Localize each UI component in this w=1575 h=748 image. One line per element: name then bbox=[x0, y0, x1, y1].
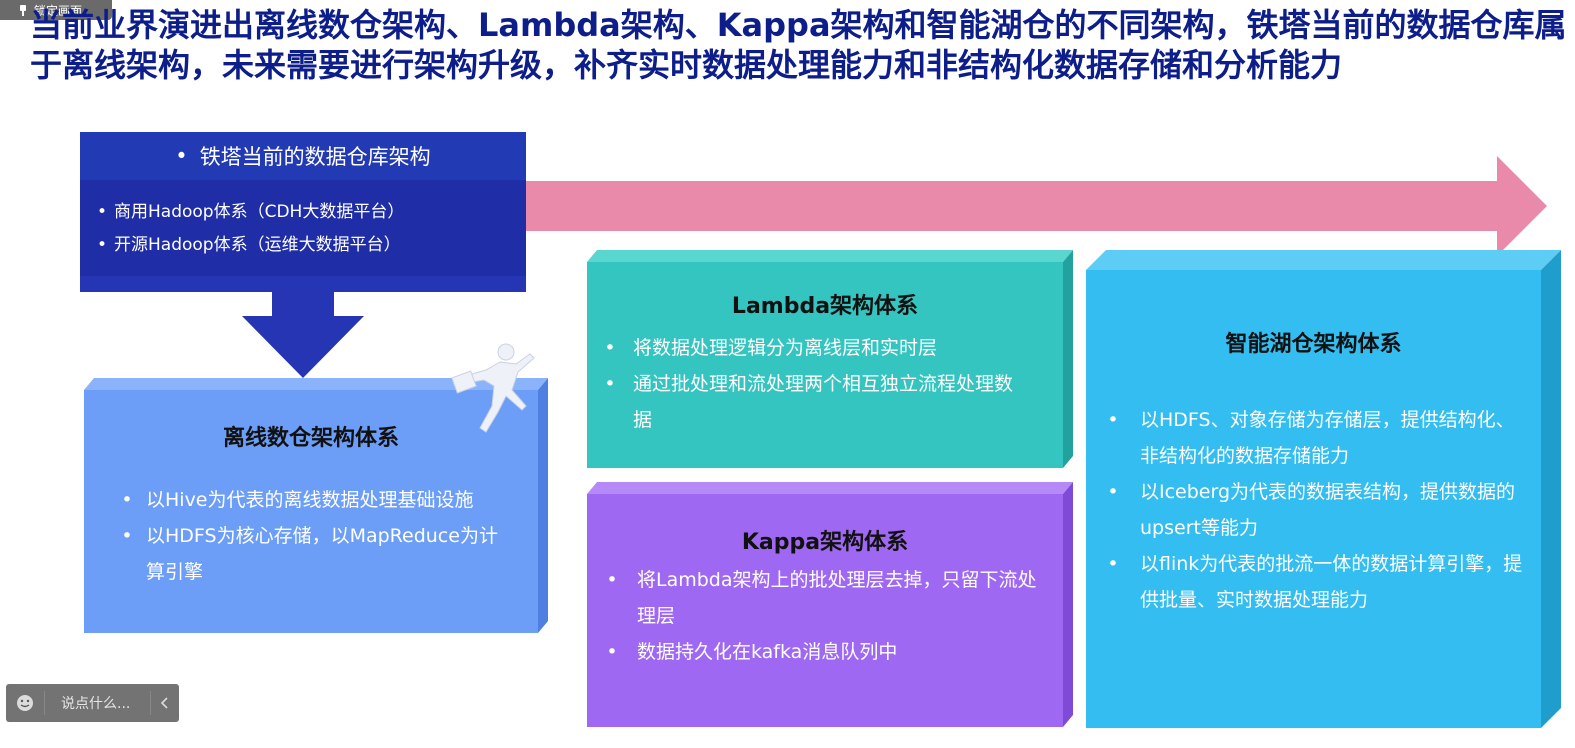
box-front-face: 智能湖仓架构体系 • 以HDFS、对象存储为存储层，提供结构化、非结构化的数据存储… bbox=[1086, 270, 1541, 728]
lakehouse-title: 智能湖仓架构体系 bbox=[1225, 332, 1402, 357]
comment-bar[interactable]: 说点什么... bbox=[6, 684, 179, 722]
list-item: • 通过批处理和流处理两个相互独立流程处理数据 bbox=[587, 366, 1023, 438]
lambda-title: Lambda架构体系 bbox=[731, 294, 919, 319]
list-item: • 以HDFS为核心存储，以MapReduce为计算引擎 bbox=[108, 518, 498, 590]
lambda-list: • 将数据处理逻辑分为离线层和实时层 • 通过批处理和流处理两个相互独立流程处理数据 bbox=[587, 330, 1063, 438]
lock-label: 锁定画面 bbox=[34, 3, 83, 18]
list-item: • 以Hive为代表的离线数据处理基础设施 bbox=[108, 482, 498, 518]
bullet-icon: • bbox=[606, 641, 618, 663]
lakehouse-list: • 以HDFS、对象存储为存储层，提供结构化、非结构化的数据存储能力 • 以Iceb… bbox=[1086, 402, 1541, 618]
box-front-face: Kappa架构体系 • 将Lambda架构上的批处理层去掉，只留下流处理层 • 数据… bbox=[587, 494, 1063, 727]
box-top-face bbox=[587, 482, 1073, 494]
kappa-list: • 将Lambda架构上的批处理层去掉，只留下流处理层 • 数据持久化在kafka消… bbox=[587, 562, 1063, 670]
lambda-architecture-box: Lambda架构体系 • 将数据处理逻辑分为离线层和实时层 • 通过批处理和流处理两… bbox=[587, 250, 1073, 468]
current-architecture-heading: • 铁塔当前的数据仓库架构 bbox=[80, 132, 526, 180]
offline-list: • 以Hive为代表的离线数据处理基础设施 • 以HDFS为核心存储，以MapRed… bbox=[84, 482, 538, 590]
box-side-face bbox=[1541, 250, 1561, 728]
chevron-left-icon[interactable] bbox=[150, 691, 179, 715]
current-heading-text: 铁塔当前的数据仓库架构 bbox=[199, 145, 431, 169]
bullet-icon: • bbox=[604, 337, 616, 359]
lakehouse-architecture-box: 智能湖仓架构体系 • 以HDFS、对象存储为存储层，提供结构化、非结构化的数据存储… bbox=[1086, 250, 1561, 728]
list-item-text: 开源Hadoop体系（运维大数据平台） bbox=[114, 235, 401, 255]
current-architecture-panel: • 铁塔当前的数据仓库架构 • 商用Hadoop体系（CDH大数据平台） • 开源H… bbox=[80, 132, 526, 292]
list-item-text: 以flink为代表的批流一体的数据计算引擎，提供批量、实时数据处理能力 bbox=[1140, 553, 1523, 611]
kappa-architecture-box: Kappa架构体系 • 将Lambda架构上的批处理层去掉，只留下流处理层 • 数据… bbox=[587, 482, 1073, 727]
box-top-face bbox=[84, 378, 548, 390]
emoji-icon[interactable] bbox=[6, 691, 45, 715]
bullet-icon: • bbox=[1107, 409, 1119, 431]
list-item-text: 以HDFS为核心存储，以MapReduce为计算引擎 bbox=[146, 525, 498, 583]
list-item: • 开源Hadoop体系（运维大数据平台） bbox=[90, 229, 526, 262]
list-item-text: 以Iceberg为代表的数据表结构，提供数据的upsert等能力 bbox=[1140, 481, 1516, 539]
comment-input[interactable]: 说点什么... bbox=[61, 696, 131, 712]
list-item: • 以HDFS、对象存储为存储层，提供结构化、非结构化的数据存储能力 bbox=[1086, 402, 1527, 474]
bullet-icon: • bbox=[1107, 481, 1119, 503]
list-item-text: 以Hive为代表的离线数据处理基础设施 bbox=[146, 489, 474, 511]
box-side-face bbox=[1063, 250, 1073, 468]
bullet-icon: • bbox=[121, 489, 133, 511]
kappa-title: Kappa架构体系 bbox=[741, 530, 909, 555]
box-front-face: 离线数仓架构体系 • 以Hive为代表的离线数据处理基础设施 • 以HDFS为核心存… bbox=[84, 390, 538, 633]
bullet-icon: • bbox=[604, 373, 616, 395]
list-item: • 将Lambda架构上的批处理层去掉，只留下流处理层 bbox=[587, 562, 1039, 634]
list-item-text: 通过批处理和流处理两个相互独立流程处理数据 bbox=[633, 373, 1014, 431]
box-top-face bbox=[1086, 250, 1561, 270]
list-item-text: 数据持久化在kafka消息队列中 bbox=[637, 641, 898, 663]
box-side-face bbox=[1063, 482, 1073, 727]
list-item-text: 将数据处理逻辑分为离线层和实时层 bbox=[633, 337, 938, 359]
runner-figure-icon bbox=[451, 343, 535, 433]
list-item-text: 商用Hadoop体系（CDH大数据平台） bbox=[114, 202, 405, 222]
pin-icon bbox=[18, 5, 28, 16]
lock-screen-button[interactable]: 锁定画面 bbox=[0, 0, 112, 20]
list-item: • 以flink为代表的批流一体的数据计算引擎，提供批量、实时数据处理能力 bbox=[1086, 546, 1527, 618]
list-item-text: 以HDFS、对象存储为存储层，提供结构化、非结构化的数据存储能力 bbox=[1140, 409, 1515, 467]
bullet-icon: • bbox=[96, 235, 108, 255]
offline-title: 离线数仓架构体系 bbox=[222, 426, 399, 451]
down-arrow-icon bbox=[242, 290, 364, 378]
box-top-face bbox=[587, 250, 1073, 262]
evolution-arrow bbox=[520, 156, 1547, 250]
list-item: • 以Iceberg为代表的数据表结构，提供数据的upsert等能力 bbox=[1086, 474, 1527, 546]
bullet-icon: • bbox=[121, 525, 133, 547]
list-item: • 数据持久化在kafka消息队列中 bbox=[587, 634, 1039, 670]
list-item: • 将数据处理逻辑分为离线层和实时层 bbox=[587, 330, 1023, 366]
list-item: • 商用Hadoop体系（CDH大数据平台） bbox=[90, 196, 526, 229]
box-front-face: Lambda架构体系 • 将数据处理逻辑分为离线层和实时层 • 通过批处理和流处理两… bbox=[587, 262, 1063, 468]
current-architecture-list: • 商用Hadoop体系（CDH大数据平台） • 开源Hadoop体系（运维大数据平… bbox=[80, 180, 526, 276]
bullet-icon: • bbox=[175, 144, 188, 168]
bullet-icon: • bbox=[96, 202, 108, 222]
box-side-face bbox=[538, 378, 548, 633]
list-item-text: 将Lambda架构上的批处理层去掉，只留下流处理层 bbox=[637, 569, 1037, 627]
offline-architecture-box: 离线数仓架构体系 • 以Hive为代表的离线数据处理基础设施 • 以HDFS为核心存… bbox=[84, 378, 548, 633]
bullet-icon: • bbox=[1107, 553, 1119, 575]
bullet-icon: • bbox=[606, 569, 618, 591]
slide-title: 当前业界演进出离线数仓架构、Lambda架构、Kappa架构和智能湖仓的不同架构… bbox=[30, 6, 1567, 84]
